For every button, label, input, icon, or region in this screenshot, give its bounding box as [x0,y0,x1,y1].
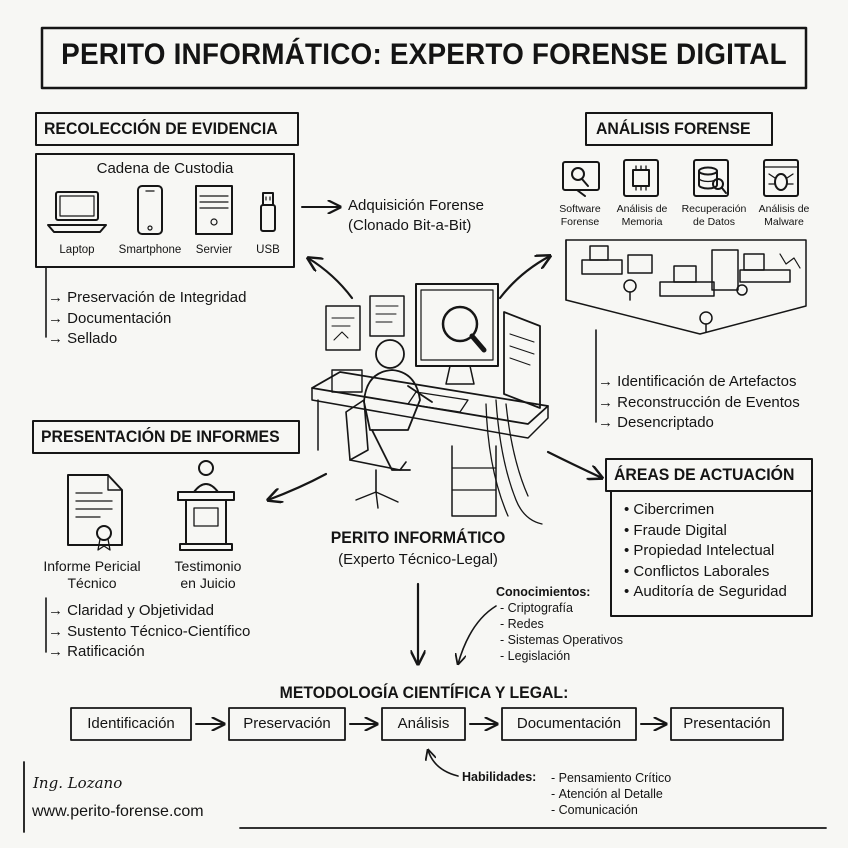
central-workstation-illustration [311,283,549,525]
list-item: Redes [500,616,623,632]
device-label-laptop: Laptop [59,244,95,256]
evidence-heading: RECOLECCIÓN DE EVIDENCIA [44,119,278,138]
smartphone-icon [137,185,163,235]
laptop-icon [47,191,107,233]
list-item: Atención al Detalle [551,786,671,802]
list-item: Preservación de Integridad [48,288,246,309]
expert-subtitle: (Experto Técnico-Legal) [338,551,498,568]
title-frame [40,26,808,90]
report-label-expert-report: Informe Pericial Técnico [43,558,141,591]
method-step-analysis: Análisis [397,715,450,732]
method-step-presentation: Presentación [683,715,771,732]
method-step-box-2 [228,707,346,741]
evidence-box [35,153,295,268]
tool-label-malware-analysis: Análisis de Malware [758,203,810,228]
list-item: Ratificación [48,642,250,663]
forensic-lab-illustration [565,239,807,335]
list-item: Desencriptado [598,413,800,434]
list-item: Legislación [500,648,623,664]
method-step-box-1 [70,707,192,741]
chip-icon [623,159,659,197]
arrow-to-reports [268,472,328,500]
method-step-box-5 [670,707,784,741]
tool-label-forensic-software: Software Forense [559,203,601,228]
skills-arrow [428,750,459,777]
evidence-steps-list: Preservación de Integridad Documentación… [48,288,246,350]
areas-box [610,490,813,617]
list-item: Fraude Digital [624,521,787,542]
skills-heading: Habilidades: [462,770,537,784]
bug-icon [763,159,799,197]
website-label: www.perito-forense.com [32,803,204,820]
areas-list: Cibercrimen Fraude Digital Propiedad Int… [624,500,787,603]
device-label-server: Servier [195,244,233,256]
knowledge-arrow [458,605,497,664]
usb-icon [260,192,276,232]
server-icon [195,185,233,235]
device-label-usb: USB [256,244,280,256]
list-item: Auditoría de Seguridad [624,582,786,603]
list-item: Comunicación [551,802,671,818]
method-step-documentation: Documentación [516,715,622,732]
methodology-heading: METODOLOGÍA CIENTÍFICA Y LEGAL: [279,683,569,702]
list-item: Claridad y Objetividad [48,601,250,622]
device-label-smartphone: Smartphone [118,244,182,256]
analysis-steps-list: Identificación de Artefactos Reconstrucc… [598,372,800,434]
list-item: Criptografía [500,600,623,616]
list-item: Sustento Técnico-Científico [48,622,250,643]
signature-name: Ing. Lozano [33,774,123,792]
arrow-to-areas [546,450,602,478]
list-item: Conflictos Laborales [624,562,787,583]
reports-heading: PRESENTACIÓN DE INFORMES [41,427,280,446]
list-item: Propiedad Intelectual [624,541,787,562]
expert-name: PERITO INFORMÁTICO [330,528,506,547]
podium-icon [177,460,235,551]
magnifier-monitor-icon [562,161,600,197]
method-step-box-3 [381,707,466,741]
report-label-testimony: Testimonio en Juicio [174,558,242,591]
tool-label-data-recovery: Recuperación de Datos [681,203,747,228]
reports-heading-frame [32,420,300,454]
analysis-heading-frame [585,112,773,146]
reports-steps-list: Claridad y Objetividad Sustento Técnico-… [48,601,250,663]
evidence-heading-frame [35,112,299,146]
list-item: Pensamiento Crítico [551,770,672,786]
analysis-heading: ANÁLISIS FORENSE [596,119,751,138]
database-icon [693,159,729,197]
knowledge-list: Criptografía Redes Sistemas Operativos L… [500,600,623,664]
acquisition-line-1: Adquisición Forense [348,197,484,214]
chain-of-custody-label: Cadena de Custodia [96,160,234,177]
areas-heading: ÁREAS DE ACTUACIÓN [614,465,795,484]
list-item: Reconstrucción de Eventos [598,393,800,414]
method-step-preservation: Preservación [243,715,331,732]
method-step-identification: Identificación [87,715,175,732]
list-item: Identificación de Artefactos [598,372,800,393]
knowledge-heading: Conocimientos: [496,585,591,599]
skills-list: Pensamiento Crítico Atención al Detalle … [551,770,672,818]
list-item: Documentación [48,309,246,330]
method-step-box-4 [501,707,637,741]
tool-label-memory-analysis: Análisis de Memoria [616,203,668,228]
certificate-icon [67,474,123,551]
list-item: Sistemas Operativos [500,632,623,648]
acquisition-line-2: (Clonado Bit-a-Bit) [348,217,472,234]
page-title: PERITO INFORMÁTICO: EXPERTO FORENSE DIGI… [61,38,787,71]
list-item: Cibercrimen [624,500,787,521]
arrow-to-analysis [498,256,550,300]
list-item: Sellado [48,329,246,350]
arrow-to-evidence [308,258,354,300]
